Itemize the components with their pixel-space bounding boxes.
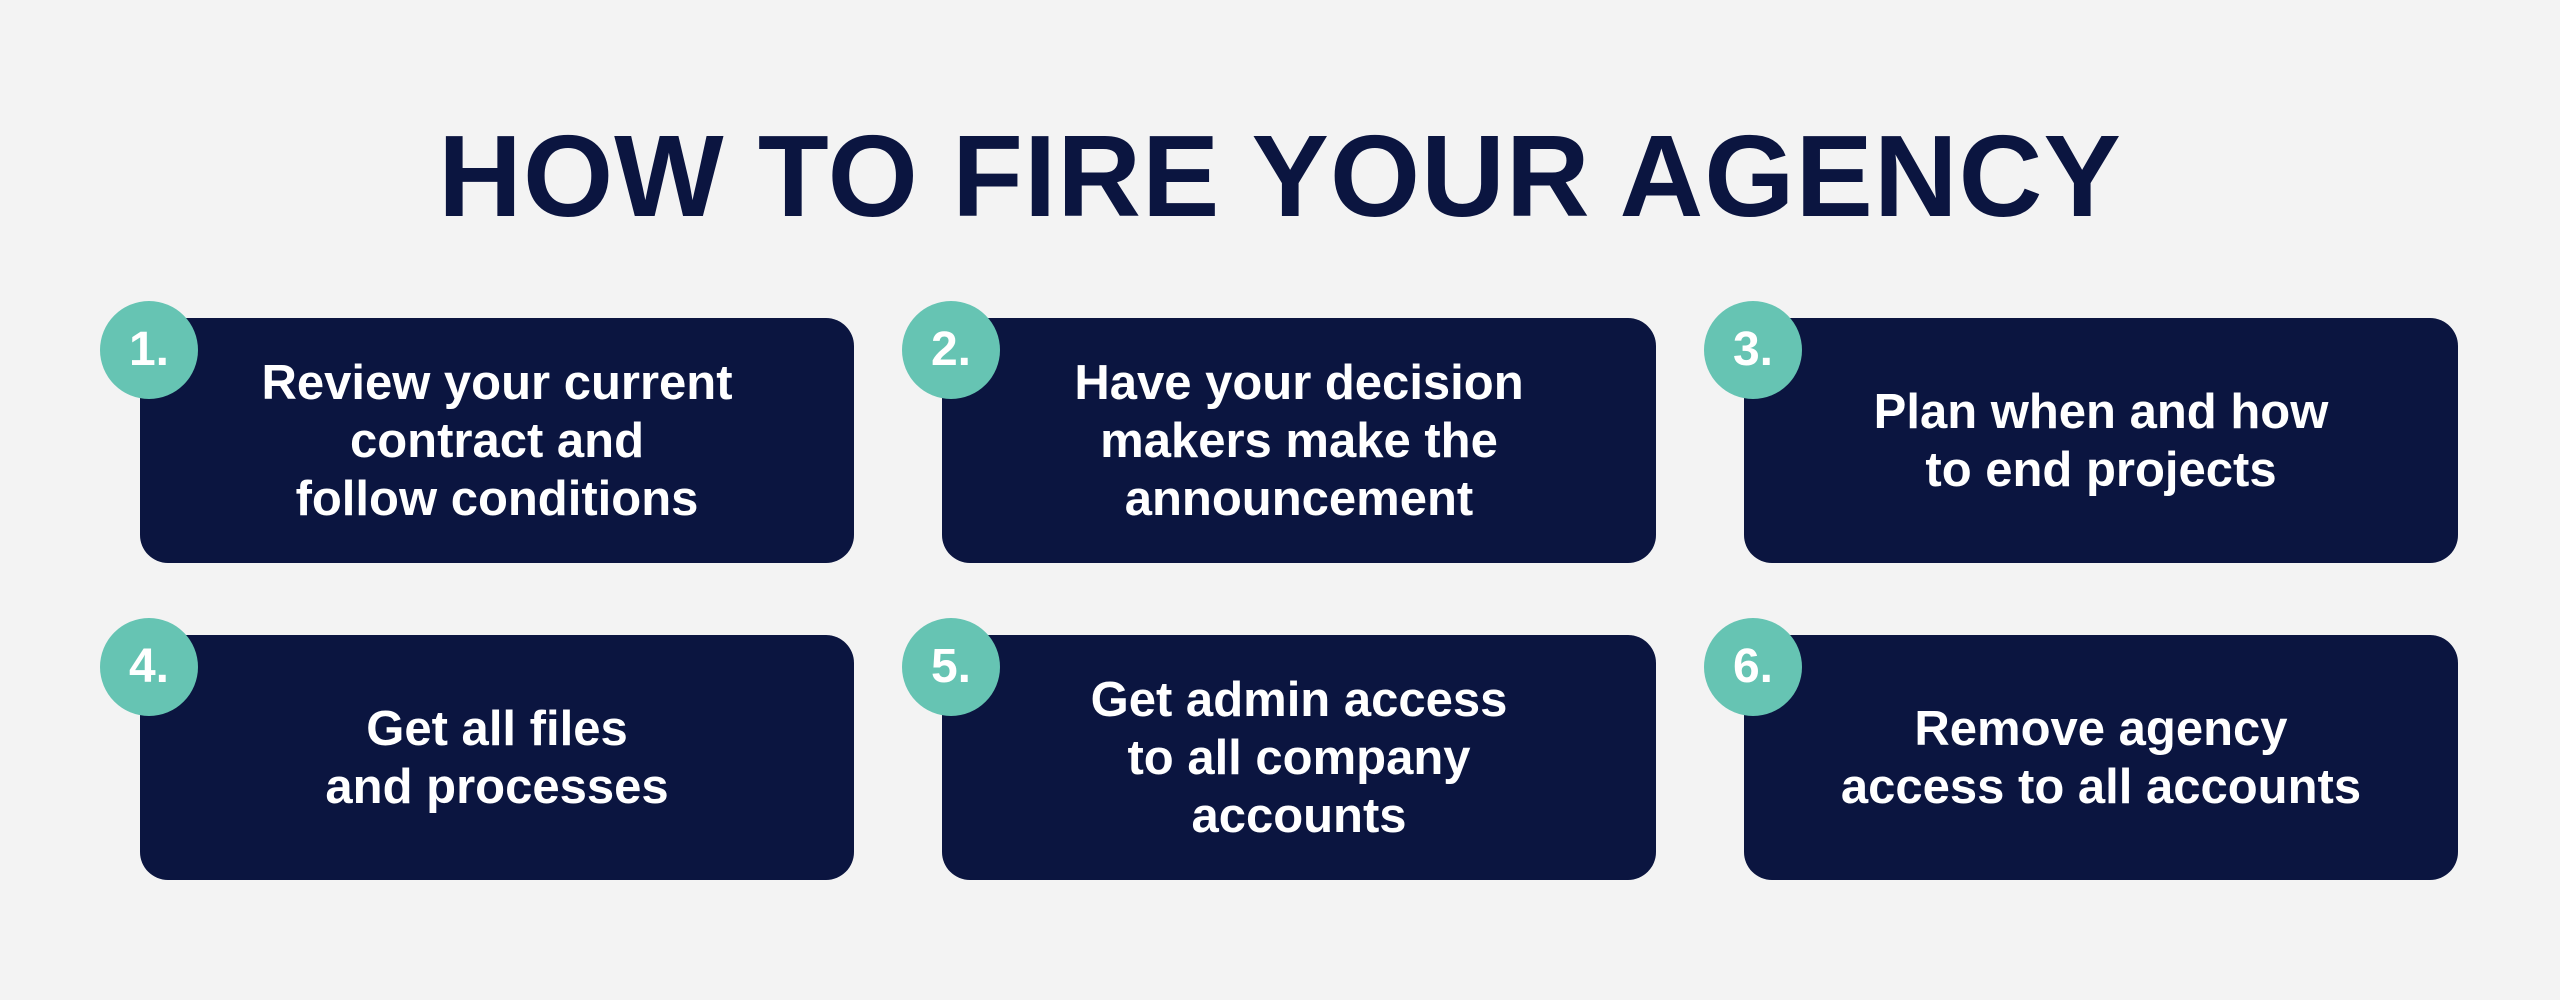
step-card-1: Review your current contract and follow … [140,318,854,563]
step-text: Plan when and how to end projects [1873,384,2329,497]
step-number-badge: 4. [100,618,198,716]
step-card-5: Get admin access to all company accounts [942,635,1656,880]
step-number-badge: 3. [1704,301,1802,399]
step-card-2: Have your decision makers make the annou… [942,318,1656,563]
step-number-badge: 2. [902,301,1000,399]
step-text: Remove agency access to all accounts [1840,701,2362,814]
step-number-badge: 6. [1704,618,1802,716]
step-card-4: Get all files and processes [140,635,854,880]
step-card-3: Plan when and how to end projects [1744,318,2458,563]
step-number-badge: 5. [902,618,1000,716]
step-number-badge: 1. [100,301,198,399]
step-text: Have your decision makers make the annou… [1074,355,1524,526]
step-card-6: Remove agency access to all accounts [1744,635,2458,880]
step-text: Get admin access to all company accounts [1090,672,1508,843]
step-text: Get all files and processes [325,701,669,814]
step-text: Review your current contract and follow … [261,355,733,526]
page-title: HOW TO FIRE YOUR AGENCY [438,111,2122,241]
